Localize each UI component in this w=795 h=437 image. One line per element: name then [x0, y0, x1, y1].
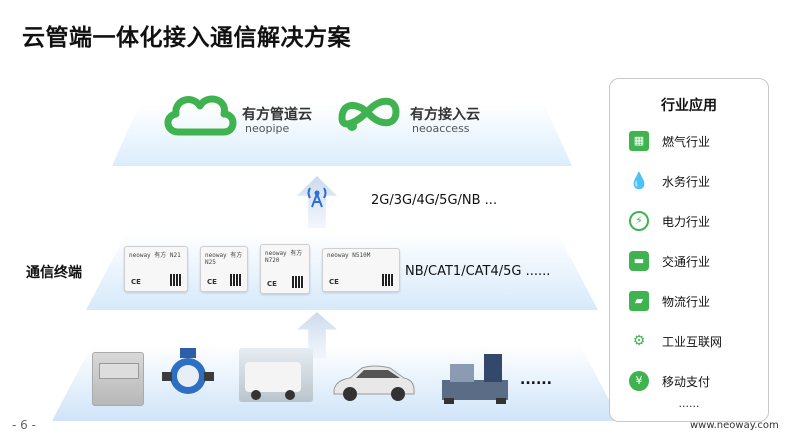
website-url: www.neoway.com: [690, 420, 779, 431]
water-drop-icon: 💧: [629, 171, 649, 190]
water-meter-image: [160, 346, 216, 404]
ce-mark-icon: CE: [131, 278, 141, 286]
ce-mark-icon: CE: [207, 278, 217, 286]
industry-label: 水务行业: [662, 175, 711, 189]
gas-icon: ▦: [629, 131, 649, 151]
module-n25: neoway 有方 N25 CE: [200, 246, 248, 292]
module-text: NB/CAT1/CAT4/5G ......: [405, 264, 551, 279]
gas-meter-image: [92, 352, 144, 406]
terminal-label: 通信终端: [26, 265, 82, 281]
qr-code-icon: [382, 274, 394, 286]
module-brand: neoway 有方 N25: [205, 252, 243, 266]
logistics-van-image: [239, 348, 313, 402]
industry-panel: 行业应用 ▦ 燃气行业 💧 水务行业 ⚡ 电力行业 ▬ 交通行业 ▰ 物流行业 …: [609, 78, 769, 422]
lightning-icon: ⚡: [629, 211, 649, 231]
antenna-icon: [306, 184, 328, 208]
more-industries-ellipsis: ......: [678, 397, 700, 410]
yen-icon: ¥: [629, 371, 649, 391]
neopipe-sub: neopipe: [245, 122, 290, 135]
car-icon: ▬: [629, 251, 649, 271]
module-n510m: neoway N510M CE: [322, 248, 400, 292]
network-text: 2G/3G/4G/5G/NB ...: [371, 193, 498, 208]
neopipe-name: 有方管道云: [242, 107, 312, 123]
page-number: - 6 -: [12, 418, 36, 432]
industry-label: 工业互联网: [662, 335, 723, 349]
industry-label: 电力行业: [662, 215, 711, 229]
module-brand: neoway 有方 N21: [129, 252, 181, 259]
ce-mark-icon: CE: [329, 278, 339, 286]
qr-code-icon: [230, 274, 242, 286]
neoaccess-name: 有方接入云: [410, 107, 480, 123]
more-devices-ellipsis: ......: [520, 372, 552, 388]
qr-code-icon: [292, 276, 304, 288]
robot-arm-icon: ⚙: [632, 333, 646, 349]
neoaccess-sub: neoaccess: [412, 122, 470, 135]
industry-label: 物流行业: [662, 295, 711, 309]
module-brand: neoway N510M: [327, 252, 371, 259]
neopipe-cloud-icon: [162, 88, 240, 138]
module-n720: neoway 有方 N720 CE: [260, 244, 310, 294]
industry-label: 移动支付: [662, 375, 711, 389]
module-n21: neoway 有方 N21 CE: [124, 246, 188, 292]
industry-label: 交通行业: [662, 255, 711, 269]
car-image: [330, 360, 416, 402]
device-layer-band: [52, 345, 620, 421]
page-title: 云管端一体化接入通信解决方案: [22, 25, 351, 51]
module-brand: neoway 有方 N720: [265, 250, 303, 264]
panel-title: 行业应用: [661, 98, 717, 114]
cnc-machine-image: [438, 346, 512, 404]
industry-label: 燃气行业: [662, 135, 711, 149]
neoaccess-cloud-icon: [330, 88, 408, 138]
qr-code-icon: [170, 274, 182, 286]
truck-icon: ▰: [629, 291, 649, 311]
ce-mark-icon: CE: [267, 280, 277, 288]
